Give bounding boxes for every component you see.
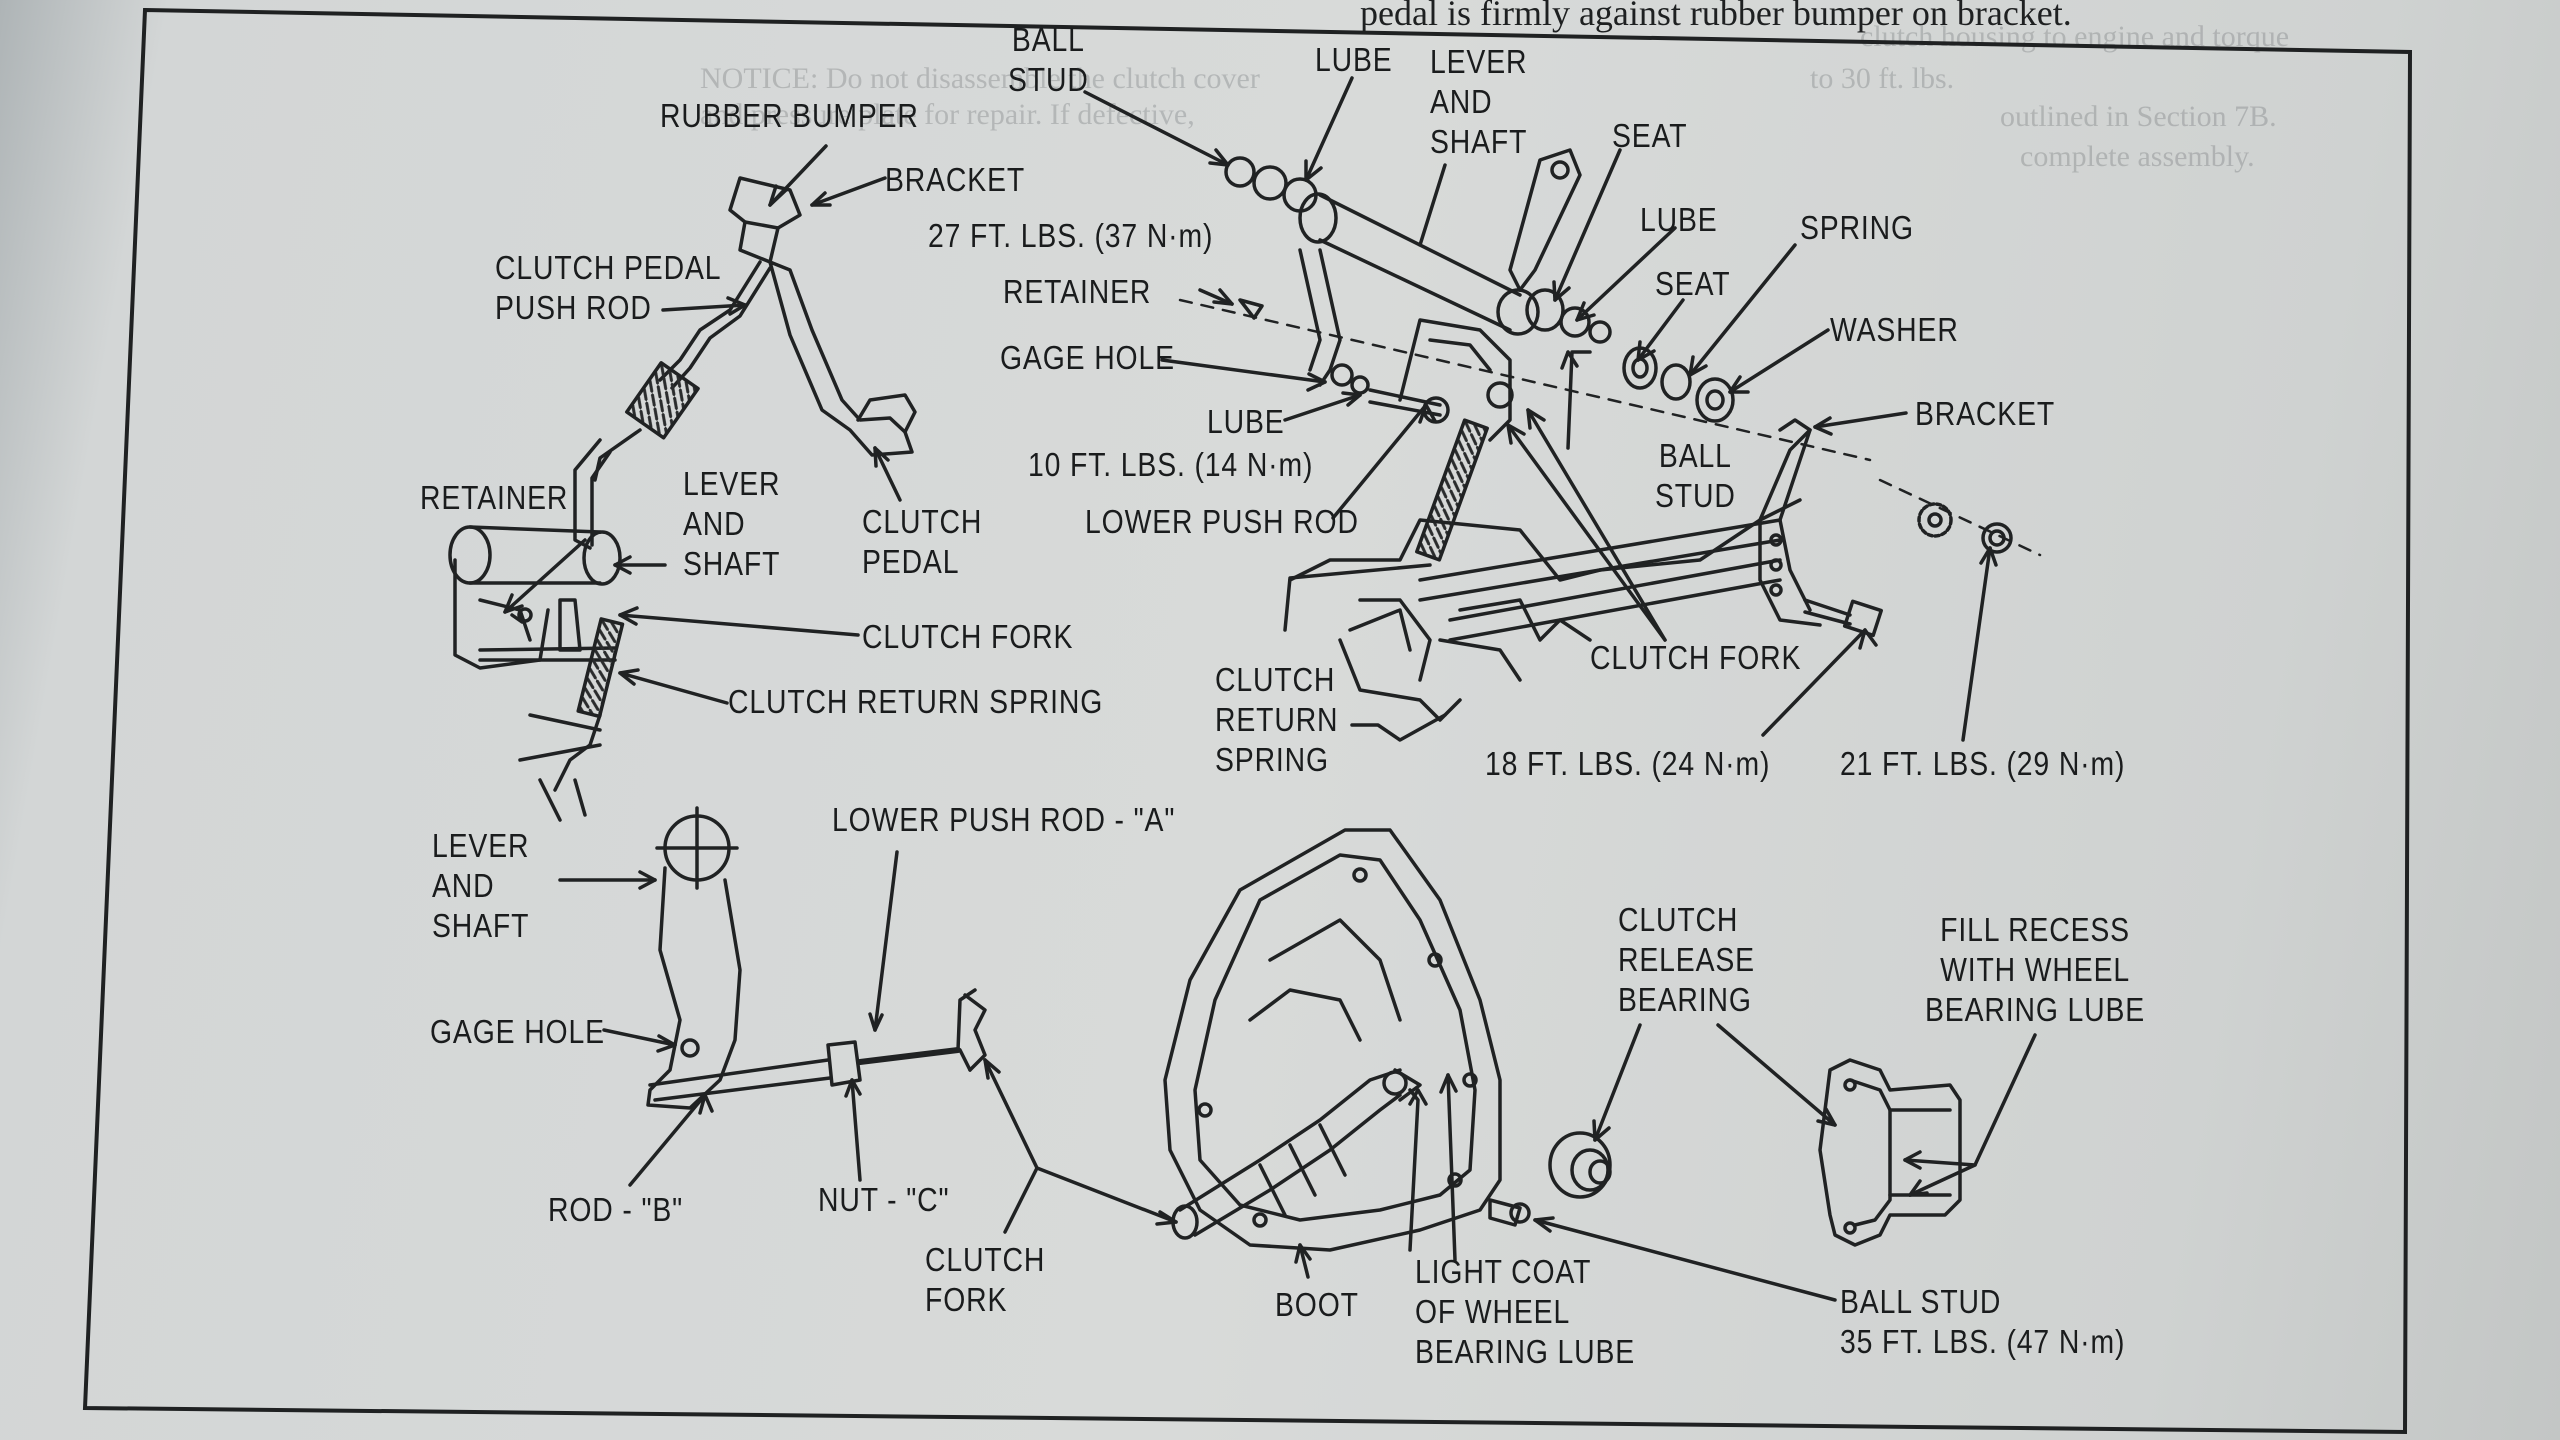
label-lower-push-rod: LOWER PUSH ROD bbox=[1085, 503, 1359, 540]
label-clutch-pedal-push-rod: CLUTCH PEDAL PUSH ROD bbox=[495, 249, 722, 326]
label-seat-mid: SEAT bbox=[1655, 265, 1731, 302]
label-clutch-return-spring-mid: CLUTCH RETURN SPRING bbox=[1215, 661, 1339, 778]
label-bracket-left: BRACKET bbox=[885, 161, 1026, 198]
label-ball-stud-top: BALL STUD bbox=[1008, 21, 1089, 98]
leader-lines bbox=[503, 76, 2037, 1302]
label-retainer-top: RETAINER bbox=[1003, 273, 1152, 310]
label-lube-top: LUBE bbox=[1315, 41, 1393, 78]
label-rubber-bumper: RUBBER BUMPER bbox=[660, 97, 919, 134]
header-text: pedal is firmly against rubber bumper on… bbox=[1360, 0, 2072, 33]
label-lower-push-rod-a: LOWER PUSH ROD - "A" bbox=[832, 801, 1176, 838]
label-light-coat: LIGHT COAT OF WHEEL BEARING LUBE bbox=[1415, 1253, 1636, 1370]
label-ball-stud-mid: BALL STUD bbox=[1655, 437, 1736, 514]
bleed-through-line-1: NOTICE: Do not disassemble the clutch co… bbox=[700, 62, 1260, 95]
label-lever-and-shaft-top: LEVER AND SHAFT bbox=[1430, 43, 1528, 160]
pedal-assembly-left bbox=[448, 176, 917, 822]
label-clutch-fork-left: CLUTCH FORK bbox=[862, 618, 1074, 655]
label-lube-low: LUBE bbox=[1207, 403, 1285, 440]
label-washer: WASHER bbox=[1830, 311, 1959, 348]
label-torque-10: 10 FT. LBS. (14 N·m) bbox=[1028, 446, 1314, 483]
label-clutch-release-bearing: CLUTCH RELEASE BEARING bbox=[1618, 901, 1755, 1018]
label-bracket-right: BRACKET bbox=[1915, 395, 2056, 432]
diagram-frame bbox=[82, 7, 2413, 1435]
bleed-through-line-3: complete assembly. bbox=[2020, 140, 2255, 173]
label-lever-and-shaft-bottom: LEVER AND SHAFT bbox=[432, 827, 530, 944]
label-lever-and-shaft-left: LEVER AND SHAFT bbox=[683, 465, 781, 582]
bleed-through-line-6: outlined in Section 7B. bbox=[2000, 100, 2277, 133]
label-spring: SPRING bbox=[1800, 209, 1914, 246]
bleed-through-line-2: and pressure plate for repair. If defect… bbox=[700, 98, 1195, 131]
label-clutch-return-spring-left: CLUTCH RETURN SPRING bbox=[728, 683, 1104, 720]
label-gage-hole-bottom: GAGE HOLE bbox=[430, 1013, 605, 1050]
label-ball-stud-bottom: BALL STUD bbox=[1840, 1283, 2002, 1320]
label-torque-18: 18 FT. LBS. (24 N·m) bbox=[1485, 745, 1771, 782]
label-torque-21: 21 FT. LBS. (29 N·m) bbox=[1840, 745, 2126, 782]
adjustment-detail bbox=[646, 806, 987, 1110]
label-torque-35: 35 FT. LBS. (47 N·m) bbox=[1840, 1323, 2126, 1360]
label-fill-recess: FILL RECESS WITH WHEEL BEARING LUBE bbox=[1925, 911, 2146, 1028]
label-boot: BOOT bbox=[1275, 1286, 1359, 1323]
label-rod-b: ROD - "B" bbox=[548, 1191, 684, 1228]
label-nut-c: NUT - "C" bbox=[818, 1181, 950, 1218]
label-torque-27: 27 FT. LBS. (37 N·m) bbox=[928, 217, 1214, 254]
label-clutch-pedal: CLUTCH PEDAL bbox=[862, 503, 983, 580]
label-clutch-fork-right: CLUTCH FORK bbox=[1590, 639, 1802, 676]
label-gage-hole-top: GAGE HOLE bbox=[1000, 339, 1175, 376]
label-seat-top: SEAT bbox=[1612, 117, 1688, 154]
label-clutch-fork-bottom: CLUTCH FORK bbox=[925, 1241, 1046, 1318]
label-lube-mid: LUBE bbox=[1640, 201, 1718, 238]
label-retainer-left: RETAINER bbox=[420, 479, 569, 516]
bleed-through-line-5: to 30 ft. lbs. bbox=[1810, 62, 1955, 95]
clutch-housing-detail bbox=[1163, 828, 1962, 1252]
